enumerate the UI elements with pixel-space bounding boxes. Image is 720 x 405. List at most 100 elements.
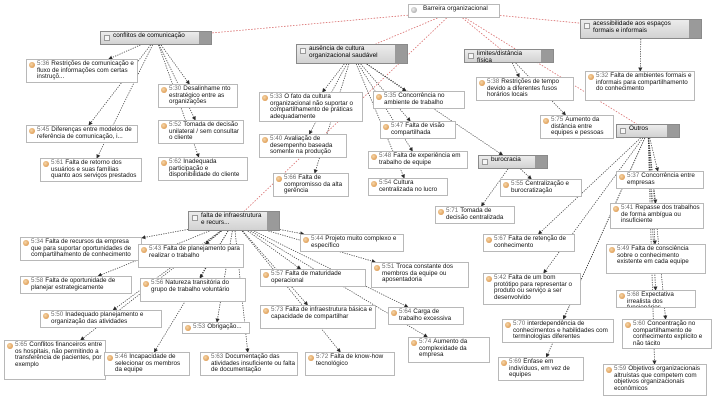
quote-icon [7, 343, 13, 349]
quote-icon [263, 272, 269, 278]
quote-icon [438, 209, 444, 215]
quote-icon [486, 276, 492, 282]
root-edge [462, 17, 501, 50]
quote-icon [371, 181, 377, 187]
root-node-label: Barreira organizacional [423, 5, 488, 12]
category-ausencia-cultura[interactable]: ausência de cultura organizacional saudá… [296, 44, 408, 64]
category-edge [649, 137, 660, 172]
category-icon [104, 35, 110, 41]
category-outros[interactable]: Outros [616, 124, 680, 138]
category-icon [620, 128, 626, 134]
quote-icon [107, 355, 113, 361]
quote-icon [23, 279, 29, 285]
quote-icon [606, 367, 612, 373]
category-label: Outros [629, 125, 649, 132]
quote-icon [161, 123, 167, 129]
quote-icon [501, 360, 507, 366]
quote-icon [143, 281, 149, 287]
category-edge [512, 62, 520, 78]
category-icon [300, 48, 306, 54]
quote-icon [23, 240, 29, 246]
category-edge [322, 63, 345, 93]
category-edge [638, 38, 643, 72]
category-icon [192, 215, 198, 221]
quote-icon [43, 313, 49, 319]
quote-icon [308, 355, 314, 361]
root-edge [375, 17, 438, 45]
category-falta-infraestrutura[interactable]: falta de infraestrutura e recurs... [188, 211, 280, 231]
category-label: burocracia [491, 156, 521, 163]
quote-icon [383, 124, 389, 130]
quote-icon [185, 325, 191, 331]
category-label: limites/distância física [477, 50, 523, 64]
category-edge [366, 63, 407, 92]
category-edge [160, 44, 190, 85]
quote-icon [262, 137, 268, 143]
category-edge [242, 230, 308, 306]
root-node-icon [411, 7, 417, 13]
quote-icon [543, 118, 549, 124]
quote-icon [376, 94, 382, 100]
category-edge [520, 168, 532, 180]
category-acessibilidade[interactable]: acessibilidade aos espaços formais e inf… [580, 19, 702, 39]
quote-icon [371, 154, 377, 160]
quote-icon [29, 62, 35, 68]
category-burocracia[interactable]: burocracia [478, 155, 548, 169]
category-limites-distancia[interactable]: limites/distância física [464, 49, 554, 64]
category-conflitos-comunicacao[interactable]: conflitos de comunicação [100, 31, 212, 45]
quote-icon [609, 247, 615, 253]
category-icon [468, 53, 474, 59]
quote-icon [262, 95, 268, 101]
quote-icon [625, 322, 631, 328]
quote-icon [161, 87, 167, 93]
root-node[interactable]: Barreira organizacional [408, 4, 500, 18]
category-label: conflitos de comunicação [113, 32, 185, 39]
quote-icon [303, 237, 309, 243]
